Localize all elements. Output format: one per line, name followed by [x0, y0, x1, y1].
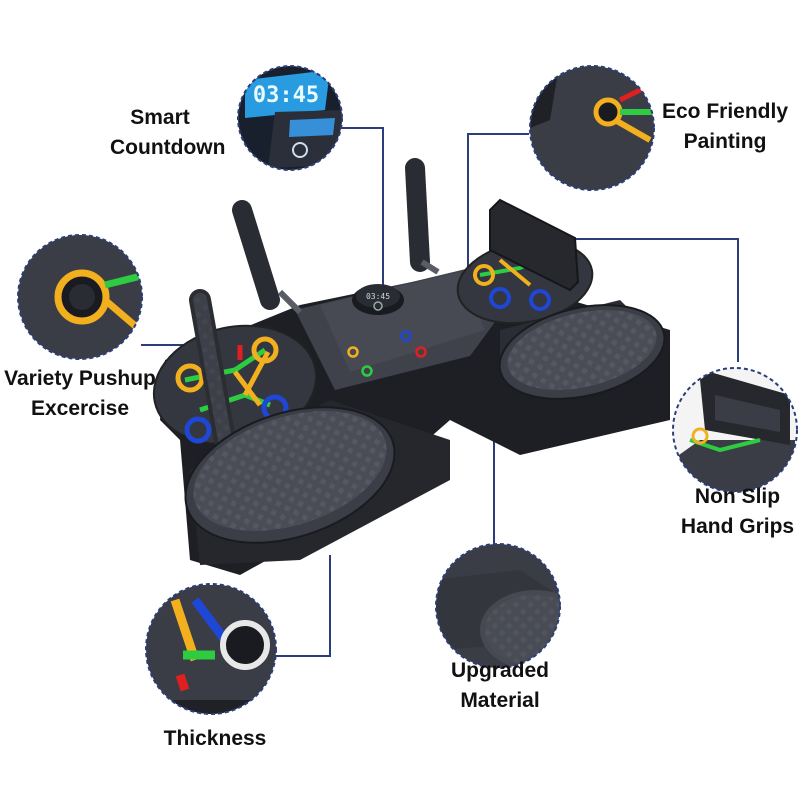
timer-module: 03:45 [352, 284, 404, 315]
pushup-board: 03:45 [152, 158, 670, 575]
label-non-slip: Non Slip Hand Grips [680, 485, 795, 538]
label-smart-countdown: Smart Countdown [110, 106, 226, 159]
callout-circle-thickness [145, 583, 277, 715]
callout-circle-non-slip [672, 367, 798, 493]
callout-circle-upgraded-material [435, 543, 561, 669]
label-thickness: Thickness [163, 727, 267, 750]
countdown-display-top: 03:45 [253, 83, 319, 108]
callout-circle-smart-countdown: 03:45 [237, 65, 343, 171]
timer-digits: 03:45 [366, 292, 390, 301]
label-variety-pushup: Variety Pushup Excercise [4, 367, 156, 420]
label-eco-friendly: Eco Friendly Painting [661, 100, 789, 153]
handles [189, 158, 580, 451]
callout-circle-eco-friendly [529, 65, 655, 191]
callout-circle-variety-pushup [17, 234, 143, 360]
label-upgraded-material: Upgraded Material [450, 659, 549, 712]
knee-pads [184, 300, 666, 565]
mode-buttons [347, 330, 427, 377]
